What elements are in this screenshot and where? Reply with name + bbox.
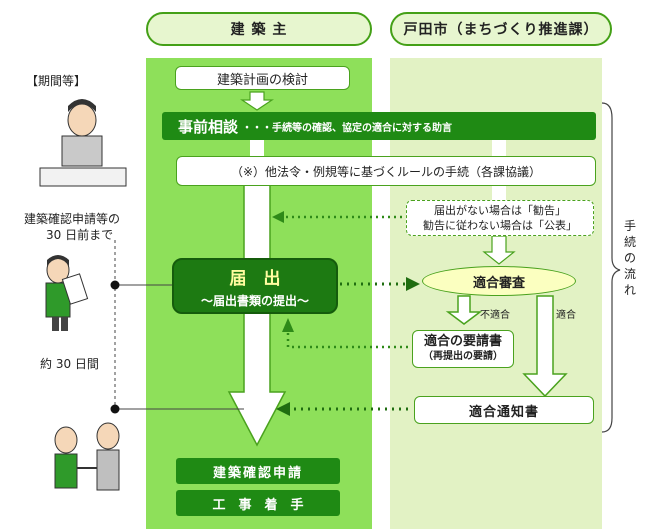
request-box: 適合の要請書 （再提出の要請） <box>412 330 514 368</box>
submit-box: 届 出 ～届出書類の提出～ <box>172 258 338 314</box>
person-desk-illustration <box>39 99 127 187</box>
approx-days: 約 30 日間 <box>40 357 99 371</box>
owner-header: 建 築 主 <box>146 12 372 46</box>
handshake-illustration <box>54 422 120 491</box>
other-rules-box: （※）他法令・例規等に基づくルールの手続（各課協議） <box>176 156 596 186</box>
arrow-to-review-check <box>482 235 516 265</box>
nonconform-label: 不適合 <box>480 310 510 321</box>
app-bar: 建築確認申請 <box>176 458 340 484</box>
deadline-line2: 30 日前まで <box>46 228 114 242</box>
arrow-review-to-consult <box>240 91 274 111</box>
connector-city-2 <box>492 186 506 200</box>
dotted-request-return <box>286 330 408 349</box>
notice-box: 届出がない場合は「勧告」 勧告に従わない場合は「公表」 <box>406 200 594 236</box>
consult-bar: 事前相談 ・・・手続等の確認、協定の適合に対する助言 <box>162 112 596 140</box>
deadline-line1: 建築確認申請等の <box>24 212 121 226</box>
arrow-nonconform <box>445 295 483 325</box>
conform-label: 適合 <box>556 310 576 321</box>
flow-side-label: 手 続 の 流 れ <box>623 219 636 297</box>
consult-sub: ・・・手続等の確認、協定の適合に対する助言 <box>242 122 453 134</box>
city-header: 戸田市（まちづくり推進課） <box>390 12 612 46</box>
flow-brace <box>601 102 621 433</box>
arrow-conform <box>522 295 568 398</box>
connector-city-1 <box>492 140 506 156</box>
notify-box: 適合通知書 <box>414 396 594 424</box>
connector-owner-1 <box>250 140 264 156</box>
start-bar: 工 事 着 手 <box>176 490 340 516</box>
consult-main: 事前相談 <box>178 117 239 136</box>
period-label: 【期間等】 <box>26 74 87 88</box>
review-check-ellipse: 適合審査 <box>422 266 576 296</box>
person-documents-illustration <box>45 255 89 331</box>
review-plan-box: 建築計画の検討 <box>175 66 350 90</box>
